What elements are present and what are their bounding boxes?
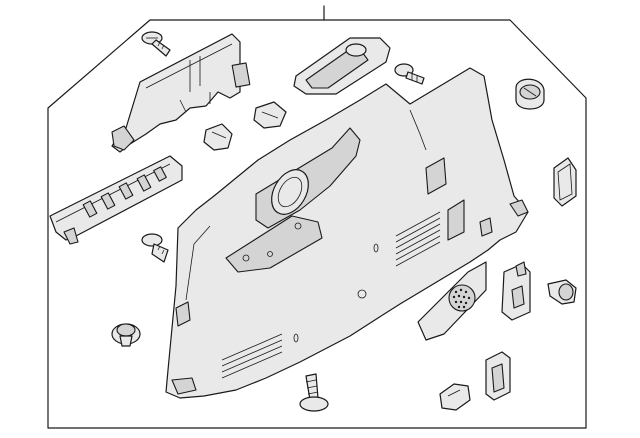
handle [175,301,191,327]
plug-cap [547,279,577,305]
screw-middle [141,233,169,263]
screw-center-top [394,63,425,85]
screw-upper-left [141,31,171,57]
upper-trim-cover [111,33,251,153]
retainer-clip-right [253,101,287,129]
diagram-frame [47,5,587,429]
screw-bottom [299,373,329,412]
button-cap [515,78,545,110]
jack-cover [501,261,531,321]
speaker-grille [417,261,487,341]
push-fastener [111,323,141,347]
cup-holder [293,37,391,95]
nut-clip-b [485,351,511,401]
hook-bracket [553,157,577,207]
nut-clip-a [439,383,471,411]
lower-trim-strip [49,155,183,245]
retainer-clip-left [203,123,233,151]
quarter-trim-panel [165,67,529,399]
